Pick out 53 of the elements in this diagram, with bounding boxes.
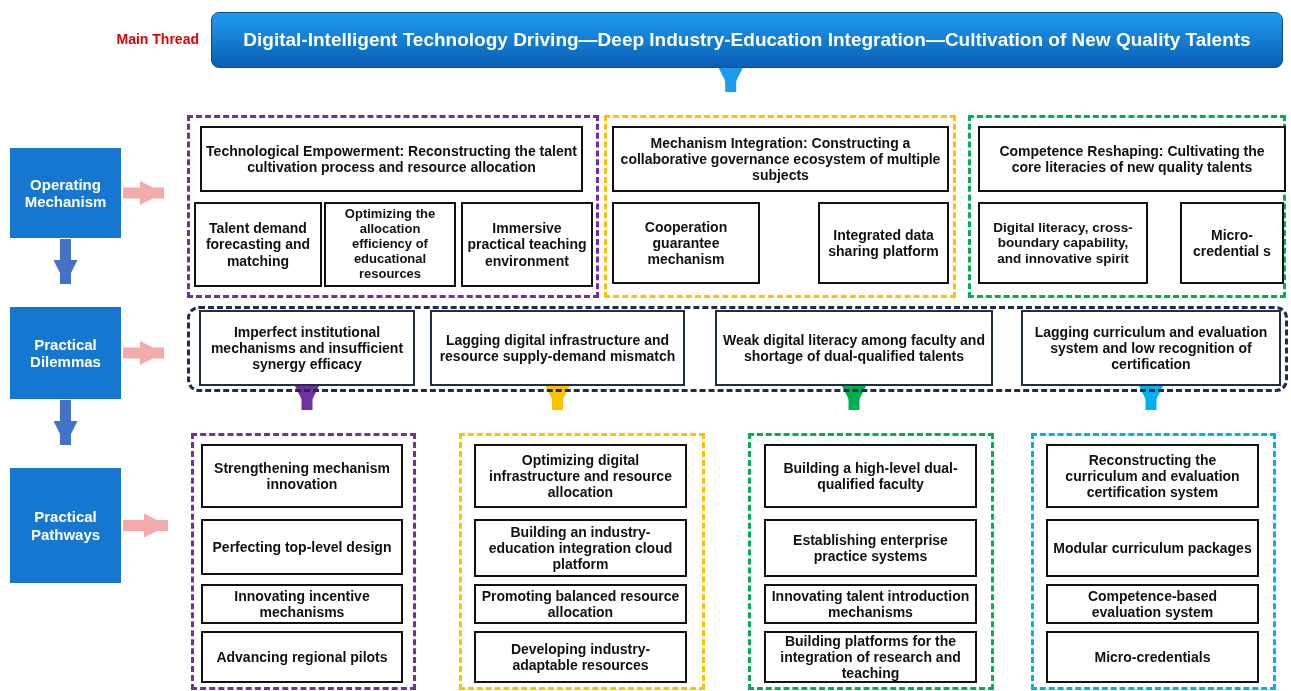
dashed-group-frame xyxy=(748,433,994,690)
text-box: Lagging curriculum and evaluation system and low recognition of certification xyxy=(1021,310,1281,386)
text-box: Innovating incentive mechanisms xyxy=(201,584,403,624)
dashed-group-frame xyxy=(187,115,599,298)
text-box: Mechanism Integration: Constructing a collaborative governance ecosystem of multiple subjects xyxy=(612,126,949,192)
text-box: Micro-credentials xyxy=(1046,631,1259,683)
stage-label-box: Operating Mechanism xyxy=(10,148,121,238)
side-label: Main Thread xyxy=(116,31,199,47)
dashed-group-frame xyxy=(459,433,705,690)
text-box: Modular curriculum packages xyxy=(1046,519,1259,577)
text-box: Imperfect institutional mechanisms and insufficient synergy efficacy xyxy=(199,310,415,386)
text-box: Perfecting top-level design xyxy=(201,519,403,575)
text-box: Strengthening mechanism innovation xyxy=(201,444,403,508)
title-banner: Digital-Intelligent Technology Driving—Deep Industry-Education Integration—Cultivation of New Quality Talents xyxy=(211,12,1283,68)
dashed-group-frame xyxy=(604,115,956,298)
text-box: Reconstructing the curriculum and evaluation certification system xyxy=(1046,444,1259,508)
text-box: Building a high-level dual-qualified faculty xyxy=(764,444,977,508)
text-box: Cooperation guarantee mechanism xyxy=(612,202,760,284)
text-box: Integrated data sharing platform xyxy=(818,202,949,284)
arrow xyxy=(545,386,570,410)
dashed-group-frame xyxy=(968,115,1286,298)
arrow xyxy=(295,386,319,410)
text-box: Competence Reshaping: Cultivating the core literacies of new quality talents xyxy=(978,126,1286,192)
text-box: Competence-based evaluation system xyxy=(1046,584,1259,624)
arrow xyxy=(718,68,743,92)
text-box: Building an industry-education integration cloud platform xyxy=(474,519,687,577)
text-box: Immersive practical teaching environment xyxy=(461,202,593,287)
dashed-group-frame xyxy=(187,306,1288,392)
stage-label-box: Practical Dilemmas xyxy=(10,307,121,399)
text-box: Talent demand forecasting and matching xyxy=(194,202,322,287)
text-box: Technological Empowerment: Reconstructing the talent cultivation process and resource allocation xyxy=(200,126,583,192)
arrow xyxy=(53,239,78,284)
arrow xyxy=(1139,386,1163,410)
text-box: Optimizing the allocation efficiency of educational resources xyxy=(324,202,456,287)
text-box: Establishing enterprise practice systems xyxy=(764,519,977,577)
arrow xyxy=(123,513,168,538)
arrow xyxy=(123,341,164,365)
text-box: Promoting balanced resource allocation xyxy=(474,584,687,624)
arrow xyxy=(123,181,164,205)
arrow xyxy=(842,386,866,410)
text-box: Optimizing digital infrastructure and resource allocation xyxy=(474,444,687,508)
text-box: Weak digital literacy among faculty and shortage of dual-qualified talents xyxy=(715,310,993,386)
dashed-group-frame xyxy=(1031,433,1276,690)
stage-label-box: Practical Pathways xyxy=(10,468,121,583)
text-box: Digital literacy, cross-boundary capability, and innovative spirit xyxy=(978,202,1148,284)
text-box: Micro-credential s xyxy=(1180,202,1284,284)
text-box: Innovating talent introduction mechanisms xyxy=(764,584,977,624)
text-box: Advancing regional pilots xyxy=(201,631,403,683)
arrow xyxy=(53,400,78,445)
text-box: Lagging digital infrastructure and resource supply-demand mismatch xyxy=(430,310,685,386)
text-box: Developing industry-adaptable resources xyxy=(474,631,687,683)
text-box: Building platforms for the integration of research and teaching xyxy=(764,631,977,683)
dashed-group-frame xyxy=(191,433,416,690)
